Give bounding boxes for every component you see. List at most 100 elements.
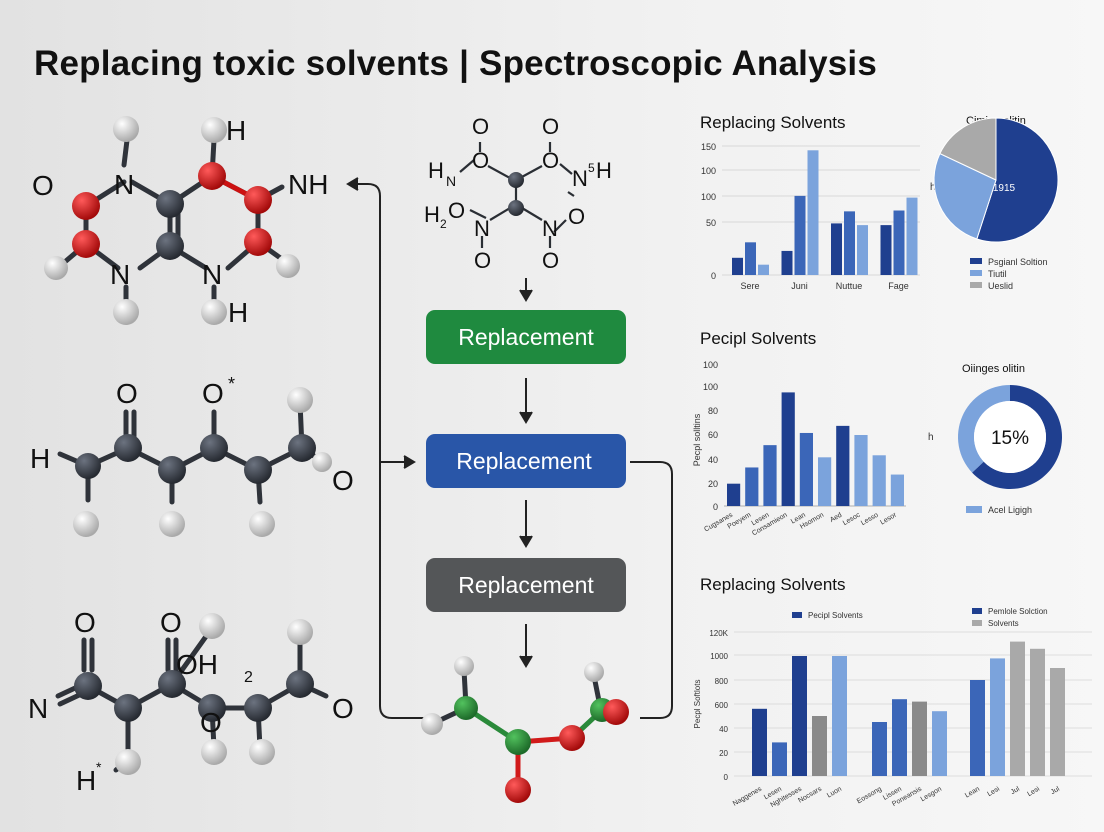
side-label: h: [930, 182, 936, 193]
step-label: Replacement: [458, 324, 594, 350]
y-axis-label: Pecpl solltins: [692, 413, 702, 466]
x-tick-label: Juni: [791, 281, 808, 291]
x-tick-label: Lesoc: [842, 511, 862, 527]
bar: [1050, 668, 1065, 776]
atom-label: N: [114, 169, 134, 200]
y-tick-label: 20: [708, 479, 718, 489]
bar: [832, 656, 847, 776]
bar: [799, 432, 813, 506]
bar: [844, 211, 855, 275]
replacement-step-1[interactable]: Replacement: [426, 310, 626, 364]
atom-label: O: [332, 693, 354, 724]
y-tick-label: 40: [719, 725, 728, 734]
x-tick-label: Naggenes: [732, 785, 764, 807]
chart-title: Oiinges olitin: [962, 363, 1025, 375]
step-label: Replacement: [458, 572, 594, 598]
atom-label: N: [542, 216, 558, 241]
molecule-2: O O * H O: [30, 374, 354, 537]
y-tick-label: 0: [724, 773, 729, 782]
y-tick-label: 50: [706, 218, 716, 228]
x-tick-label: Nocsars: [797, 785, 823, 804]
atom-label: H: [76, 765, 96, 796]
y-tick-label: 80: [708, 406, 718, 416]
legend-label: Pecipl Solvents: [808, 611, 863, 620]
bar: [854, 435, 868, 506]
bar: [872, 722, 887, 776]
x-tick-label: Jul: [1050, 785, 1062, 796]
atom-label: O: [160, 607, 182, 638]
pie-center-label: 1915: [993, 183, 1016, 194]
atom-label: *: [96, 759, 102, 775]
molecule-1: O N H NH N N H: [32, 115, 328, 328]
y-tick-label: 100: [703, 360, 718, 370]
y-tick-label: 0: [711, 271, 716, 281]
legend-label: Pemlole Solction: [988, 607, 1048, 616]
bar: [812, 716, 827, 776]
legend-label: Ueslid: [988, 281, 1013, 291]
legend-swatch: [972, 620, 982, 626]
molecule-panel: O N H NH N N H: [28, 115, 354, 796]
atom-label: H: [226, 115, 246, 146]
atom-label: O: [74, 607, 96, 638]
bar: [745, 467, 759, 506]
y-tick-label: 100: [701, 166, 716, 176]
x-tick-label: Jul: [1010, 785, 1022, 796]
atom-label: O: [200, 707, 222, 738]
replacement-step-2[interactable]: Replacement: [426, 434, 626, 488]
bar: [836, 425, 850, 506]
bar: [1030, 648, 1045, 776]
pie-slice: [933, 152, 997, 240]
step-label: Replacement: [456, 448, 592, 474]
y-tick-label: 0: [713, 502, 718, 512]
x-tick-label: Fage: [888, 281, 909, 291]
atom-label: O: [568, 204, 585, 229]
atom-label: H: [596, 158, 612, 183]
bar: [880, 225, 892, 275]
bar: [745, 242, 756, 275]
x-tick-label: Nuttue: [836, 281, 863, 291]
x-tick-label: Lesgon: [920, 786, 943, 804]
bar: [781, 250, 793, 275]
bar: [807, 150, 819, 275]
legend-swatch: [792, 612, 802, 618]
donut-segment: [958, 385, 1010, 473]
atom-label: O: [474, 248, 491, 273]
atom-label: H: [424, 202, 440, 227]
legend-label: Tiutil: [988, 269, 1007, 279]
atom-label: 2: [440, 217, 447, 231]
y-tick-label: 120K: [709, 629, 728, 638]
x-tick-label: Lesso: [860, 512, 880, 527]
atom-label: O: [32, 170, 54, 201]
bar: [794, 195, 806, 275]
bar: [758, 264, 769, 275]
atom-label: O: [542, 114, 559, 139]
atom-label: N: [110, 259, 130, 290]
center-molecule: O O H N O O N 5 H H 2 O N N O O O: [424, 114, 612, 273]
atom-label: 2: [244, 669, 253, 686]
product-molecule: [421, 656, 629, 803]
atom-label: N: [28, 693, 48, 724]
bar: [1010, 641, 1025, 776]
y-tick-label: 100: [703, 382, 718, 392]
bar: [792, 656, 807, 776]
atom-label: N: [202, 259, 222, 290]
atom-label: O: [202, 378, 224, 409]
atom-label: H: [428, 158, 444, 183]
page-title: Replacing toxic solvents | Spectroscopic…: [34, 44, 878, 83]
y-tick-label: 40: [708, 455, 718, 465]
x-tick-label: Lesi: [986, 785, 1001, 798]
x-tick-label: Lesi: [1026, 785, 1041, 798]
bar: [732, 257, 743, 275]
bar: [872, 455, 886, 506]
atom-label: O: [448, 198, 465, 223]
bar: [752, 708, 767, 776]
replacement-step-3[interactable]: Replacement: [426, 558, 626, 612]
atom-label: O: [542, 248, 559, 273]
atom-label: N: [446, 173, 456, 189]
atom-label: N: [572, 166, 588, 191]
y-tick-label: 600: [715, 701, 729, 710]
atom-label: N: [474, 216, 490, 241]
bar: [772, 742, 787, 776]
x-tick-label: Lesor: [879, 511, 898, 526]
